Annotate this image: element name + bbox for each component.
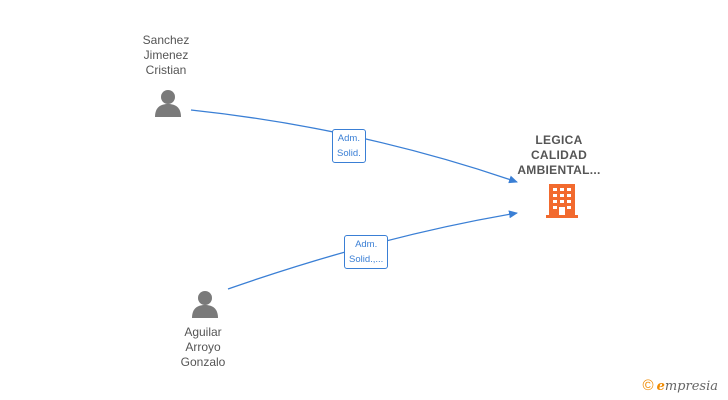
name-line: LEGICA bbox=[535, 133, 583, 147]
name-line: Aguilar bbox=[184, 325, 222, 339]
relation-label-aguilar[interactable]: Adm. Solid.,... bbox=[344, 235, 389, 269]
name-line: Gonzalo bbox=[180, 355, 226, 369]
brand-text: mpresia bbox=[664, 378, 718, 394]
relation-label-line: Adm. bbox=[337, 133, 360, 144]
copyright-icon: © bbox=[642, 377, 654, 394]
name-line: Cristian bbox=[145, 63, 187, 77]
person-icon[interactable] bbox=[190, 289, 220, 319]
person-icon[interactable] bbox=[153, 88, 183, 118]
person-name-sanchez[interactable]: Sanchez Jimenez Cristian bbox=[111, 33, 221, 78]
company-name[interactable]: LEGICA CALIDAD AMBIENTAL... bbox=[499, 133, 619, 178]
name-line: Sanchez bbox=[142, 33, 190, 47]
name-line: Jimenez bbox=[143, 48, 189, 62]
building-icon[interactable] bbox=[546, 184, 578, 218]
relation-label-line: Solid. bbox=[337, 148, 361, 159]
footer-brand: © empresia bbox=[643, 377, 718, 394]
relation-label-line: Solid.,... bbox=[349, 254, 384, 265]
brand-initial: e bbox=[656, 378, 665, 394]
relation-label-sanchez[interactable]: Adm. Solid. bbox=[332, 129, 366, 163]
person-name-aguilar[interactable]: Aguilar Arroyo Gonzalo bbox=[148, 325, 258, 370]
name-line: Arroyo bbox=[185, 340, 221, 354]
relation-label-line: Adm. bbox=[355, 239, 378, 250]
brand-logo[interactable]: empresia bbox=[657, 378, 718, 394]
name-line: AMBIENTAL... bbox=[517, 163, 601, 177]
name-line: CALIDAD bbox=[530, 148, 588, 162]
